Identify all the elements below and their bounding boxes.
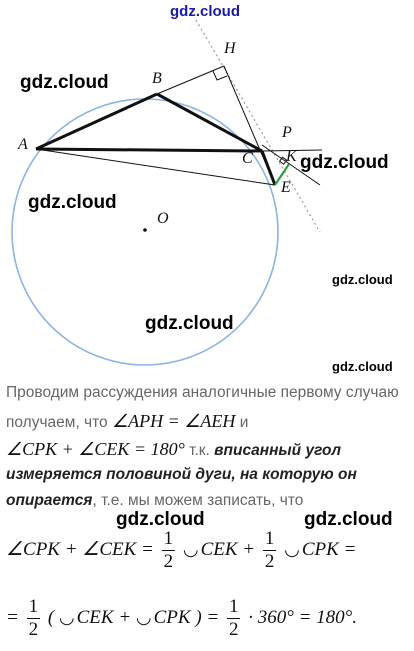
dotted-line (195, 19, 321, 233)
side-bc (156, 92, 263, 153)
label-h: H (224, 40, 236, 57)
arc-symbol: ◡ (135, 606, 152, 627)
watermark-6: gdz.cloud (332, 359, 393, 374)
eq1-term-1: CEK + (200, 538, 260, 560)
text-line-2-b: и (235, 414, 249, 431)
side-ac (35, 147, 263, 153)
line-ce (260, 150, 277, 186)
line-pk (261, 144, 321, 186)
right-angle-h (212, 70, 228, 81)
line-bh (156, 65, 225, 95)
watermark-3: gdz.cloud (28, 192, 117, 213)
text-line-3-math: ∠CPK + ∠CEK = 180° (6, 439, 185, 459)
geometry-figure (11, 19, 323, 366)
text-line-5: опирается, т.е. мы можем записать, что (6, 492, 303, 510)
text-line-3: ∠CPK + ∠CEK = 180° т.к. вписанный угол (6, 439, 341, 460)
text-line-4-bold: измеряется половиной дуги, на которую он (6, 466, 357, 483)
arc-symbol: ◡ (182, 538, 199, 559)
watermark-top: gdz.cloud (170, 3, 240, 20)
eq2-start: = (6, 606, 24, 628)
center-point (143, 228, 147, 232)
watermark-8: gdz.cloud (304, 509, 393, 530)
side-ab (35, 92, 158, 151)
eq2-paren-open: ( (47, 606, 59, 628)
watermark-4: gdz.cloud (332, 272, 393, 287)
label-p: P (282, 124, 292, 141)
label-o: O (157, 210, 169, 227)
eq1-left: ∠CPK + ∠CEK = (6, 538, 159, 560)
text-line-3-b: т.к. (184, 442, 215, 459)
line-ae (35, 148, 276, 186)
eq2-end: · 360° = 180°. (248, 606, 358, 628)
line-ek (274, 163, 290, 186)
eq2-term-2: CPK ) = (153, 606, 224, 628)
text-line-4: измеряется половиной дуги, на которую он (6, 466, 357, 484)
text-line-2-a: получаем, что (6, 414, 112, 431)
watermark-5: gdz.cloud (145, 313, 234, 334)
text-line-1: Проводим рассуждения аналогичные первому… (6, 384, 399, 401)
label-e: E (281, 179, 291, 196)
watermark-1: gdz.cloud (20, 72, 109, 93)
text-line-3-bold: вписанный угол (214, 442, 342, 459)
watermark-2: gdz.cloud (300, 152, 389, 173)
text-line-2-math: ∠APH = ∠AEH (111, 411, 236, 431)
eq2-term-1: CEK + (76, 606, 136, 628)
watermark-7: gdz.cloud (116, 509, 205, 530)
arc-symbol: ◡ (58, 606, 75, 627)
text-line-5-b: , т.е. мы можем записать, что (92, 492, 304, 509)
text-line-5-bold: опирается (6, 492, 93, 509)
label-b: B (152, 70, 162, 87)
label-k: K (286, 148, 297, 165)
label-a: A (18, 136, 28, 153)
text-line-2: получаем, что ∠APH = ∠AEH и (6, 411, 248, 432)
right-angle-k (278, 156, 288, 165)
line-ap (261, 149, 323, 152)
eq1-term-2: CPK = (301, 538, 357, 560)
label-c: C (242, 150, 253, 167)
arc-symbol: ◡ (284, 538, 300, 559)
